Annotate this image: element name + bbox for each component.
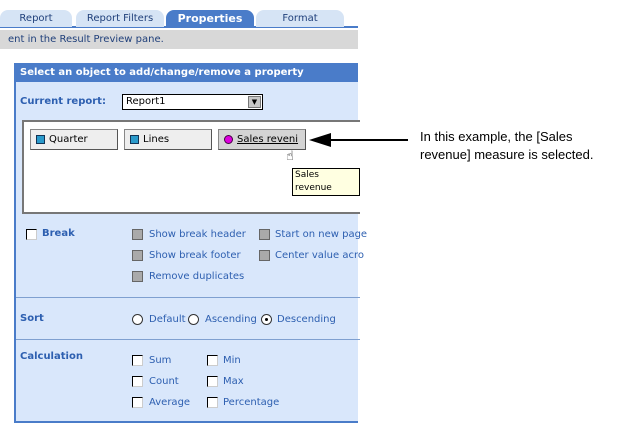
sum-label: Sum <box>149 355 172 366</box>
tab-format[interactable]: Format <box>256 10 344 27</box>
info-bar: ent in the Result Preview pane. <box>0 30 358 49</box>
show-break-header-checkbox[interactable] <box>132 229 143 240</box>
sort-ascending-radio[interactable] <box>188 314 199 325</box>
show-break-header-label: Show break header <box>149 229 246 240</box>
percentage-checkbox[interactable] <box>207 397 218 408</box>
calculation-label: Calculation <box>20 351 83 362</box>
max-checkbox[interactable] <box>207 376 218 387</box>
tab-bar: Report Report Filters Properties Format <box>0 10 358 28</box>
dimension-icon <box>130 135 139 144</box>
tab-report[interactable]: Report <box>0 10 72 27</box>
count-label: Count <box>149 376 179 387</box>
measure-icon <box>224 135 233 144</box>
tooltip: Sales revenue <box>292 168 360 196</box>
max-label: Max <box>223 376 244 387</box>
remove-duplicates-checkbox[interactable] <box>132 271 143 282</box>
annotation-line: revenue] measure is selected. <box>420 147 594 162</box>
annotation-line: In this example, the [Sales <box>420 129 573 144</box>
min-label: Min <box>223 355 241 366</box>
start-on-new-page-label: Start on new page <box>275 229 368 240</box>
hand-cursor-icon: ☝ <box>286 149 294 164</box>
current-report-label: Current report: <box>20 96 106 107</box>
properties-panel: Select an object to add/change/remove a … <box>14 63 367 423</box>
arrow-icon <box>309 133 408 147</box>
remove-duplicates-label: Remove duplicates <box>149 271 245 282</box>
sort-descending-label: Descending <box>277 314 336 325</box>
annotation: In this example, the [Sales revenue] mea… <box>420 128 593 164</box>
tab-report-filters[interactable]: Report Filters <box>76 10 164 27</box>
break-checkbox[interactable] <box>26 229 37 240</box>
divider <box>16 339 360 340</box>
average-label: Average <box>149 397 191 408</box>
object-label: Quarter <box>49 134 88 145</box>
current-report-select[interactable]: Report1 ▼ <box>122 94 263 110</box>
percentage-label: Percentage <box>223 397 280 408</box>
sort-ascending-label: Ascending <box>205 314 257 325</box>
object-box: Quarter Lines Sales reveni ☝ Sales reven… <box>22 120 360 214</box>
dimension-icon <box>36 135 45 144</box>
panel-title: Select an object to add/change/remove a … <box>16 63 358 82</box>
object-quarter[interactable]: Quarter <box>30 129 118 150</box>
show-break-footer-checkbox[interactable] <box>132 250 143 261</box>
object-sales-revenue[interactable]: Sales reveni <box>218 129 306 150</box>
min-checkbox[interactable] <box>207 355 218 366</box>
count-checkbox[interactable] <box>132 376 143 387</box>
break-label: Break <box>42 228 75 239</box>
start-on-new-page-checkbox[interactable] <box>259 229 270 240</box>
sort-default-label: Default <box>149 314 186 325</box>
object-label: Sales reveni <box>237 134 299 145</box>
show-break-footer-label: Show break footer <box>149 250 241 261</box>
tab-properties[interactable]: Properties <box>166 10 254 27</box>
object-label: Lines <box>143 134 170 145</box>
current-report-value: Report1 <box>126 96 166 107</box>
sort-default-radio[interactable] <box>132 314 143 325</box>
sort-label: Sort <box>20 313 44 324</box>
sum-checkbox[interactable] <box>132 355 143 366</box>
divider <box>16 297 360 298</box>
center-value-checkbox[interactable] <box>259 250 270 261</box>
average-checkbox[interactable] <box>132 397 143 408</box>
chevron-down-icon[interactable]: ▼ <box>248 96 261 108</box>
sort-descending-radio[interactable] <box>261 314 272 325</box>
object-lines[interactable]: Lines <box>124 129 212 150</box>
center-value-label: Center value acro <box>275 250 364 261</box>
